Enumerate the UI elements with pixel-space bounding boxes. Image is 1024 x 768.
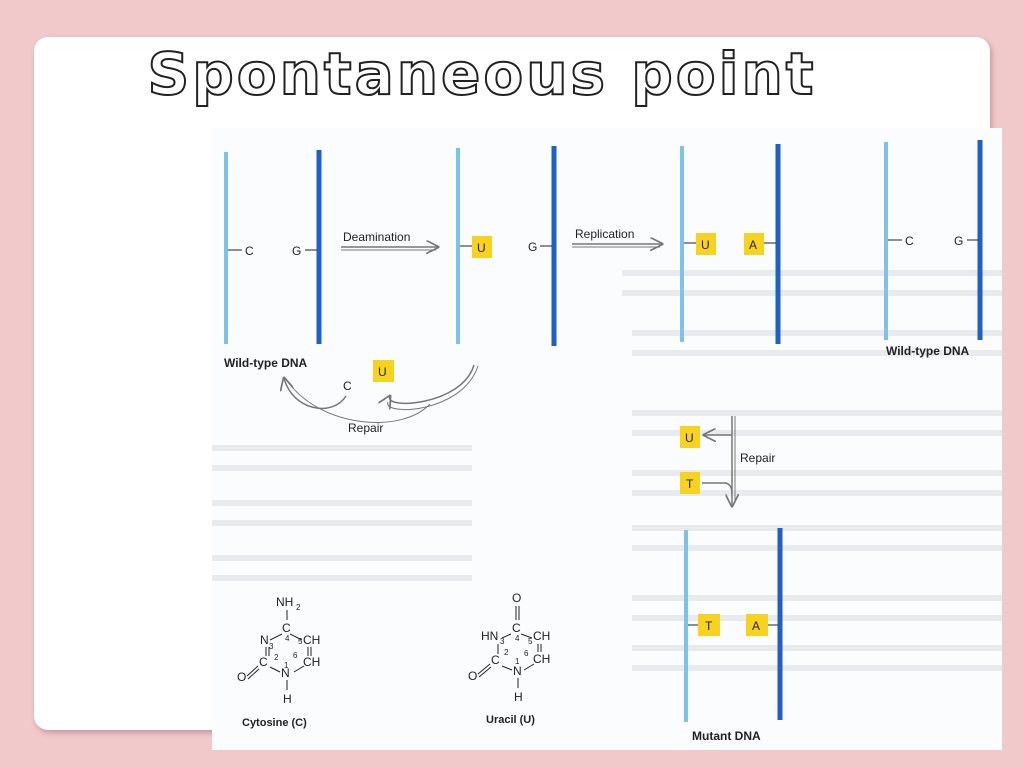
uracil-structure: O C 4 HN 3 5 CH 2 6 CH O C 1 N H Uracil …	[468, 591, 550, 726]
svg-text:C: C	[282, 621, 291, 635]
repair-label-right: Repair	[740, 451, 775, 465]
svg-text:6: 6	[524, 649, 529, 658]
mutant-caption: Mutant DNA	[692, 729, 761, 743]
base-c: C	[245, 244, 254, 258]
svg-text:NH: NH	[276, 595, 293, 609]
svg-text:H: H	[283, 692, 292, 706]
svg-text:2: 2	[504, 648, 509, 657]
base-g: G	[292, 244, 301, 258]
svg-text:H: H	[514, 690, 523, 704]
svg-text:O: O	[512, 591, 521, 605]
base-g: G	[528, 240, 537, 254]
branch-uracil-highlight	[680, 426, 700, 448]
mutation-figure: C G Wild-type DNA Deamination U G Replic…	[212, 128, 1002, 750]
cytosine-structure: NH 2 C 4 N 3 5 CH 2 6 CH O C 1 N H Cytos…	[237, 595, 320, 729]
svg-text:1: 1	[515, 657, 520, 666]
wildtype-dna-panel-2: C G Wild-type DNA	[884, 140, 983, 358]
repair-label-top: Repair	[348, 421, 383, 435]
replication-label: Replication	[575, 227, 634, 241]
base-g: G	[954, 234, 963, 248]
adenine-highlight	[744, 233, 764, 255]
svg-text:N: N	[513, 664, 522, 678]
branch-base-t: T	[686, 477, 694, 491]
svg-text:O: O	[237, 670, 246, 684]
removed-uracil-highlight	[373, 360, 394, 382]
svg-text:3: 3	[269, 642, 274, 651]
removed-base-u: U	[378, 365, 387, 379]
svg-text:4: 4	[285, 634, 290, 643]
svg-text:CH: CH	[303, 655, 320, 669]
wildtype-caption-2: Wild-type DNA	[886, 344, 970, 358]
svg-text:5: 5	[298, 637, 303, 646]
background-texture	[212, 270, 1002, 671]
svg-text:2: 2	[274, 653, 279, 662]
svg-text:2: 2	[296, 603, 301, 612]
repair-branch: U T Repair	[680, 416, 775, 506]
svg-text:CH: CH	[303, 633, 320, 647]
figure-svg: C G Wild-type DNA Deamination U G Replic…	[212, 140, 1002, 743]
cytosine-caption: Cytosine (C)	[242, 717, 307, 729]
svg-text:N: N	[260, 633, 269, 647]
branch-base-u: U	[685, 431, 694, 445]
base-a: A	[752, 619, 760, 633]
thymine-highlight	[698, 614, 720, 636]
wildtype-caption-1: Wild-type DNA	[224, 356, 308, 370]
svg-text:CH: CH	[533, 629, 550, 643]
mutant-dna-panel: T A Mutant DNA	[684, 528, 783, 743]
base-t: T	[705, 619, 713, 633]
repair-cycle: U C Repair	[284, 360, 479, 435]
wildtype-dna-panel-1: C G Wild-type DNA	[224, 150, 322, 370]
svg-text:3: 3	[500, 637, 505, 646]
deamination-arrow: Deamination	[341, 230, 438, 250]
svg-text:C: C	[491, 653, 500, 667]
branch-thymine-highlight	[680, 472, 700, 494]
base-a: A	[749, 238, 757, 252]
deamination-label: Deamination	[343, 230, 410, 244]
uracil-highlight	[696, 233, 716, 255]
svg-text:5: 5	[528, 637, 533, 646]
svg-text:O: O	[468, 669, 477, 683]
svg-text:6: 6	[293, 651, 298, 660]
adenine-highlight	[746, 614, 768, 636]
svg-text:4: 4	[515, 634, 520, 643]
svg-text:C: C	[259, 655, 268, 669]
svg-text:C: C	[512, 621, 521, 635]
replication-arrow: Replication	[572, 227, 662, 247]
deaminated-dna-panel: U G	[456, 146, 557, 346]
inserted-base-c: C	[343, 379, 352, 393]
svg-text:1: 1	[284, 661, 289, 670]
base-u: U	[477, 241, 486, 255]
replicated-dna-panel: U A	[680, 144, 781, 344]
svg-text:HN: HN	[481, 629, 498, 643]
uracil-highlight	[472, 236, 492, 258]
svg-text:CH: CH	[533, 652, 550, 666]
uracil-caption: Uracil (U)	[486, 714, 535, 726]
base-u: U	[701, 238, 710, 252]
base-c: C	[905, 234, 914, 248]
svg-text:N: N	[281, 666, 290, 680]
